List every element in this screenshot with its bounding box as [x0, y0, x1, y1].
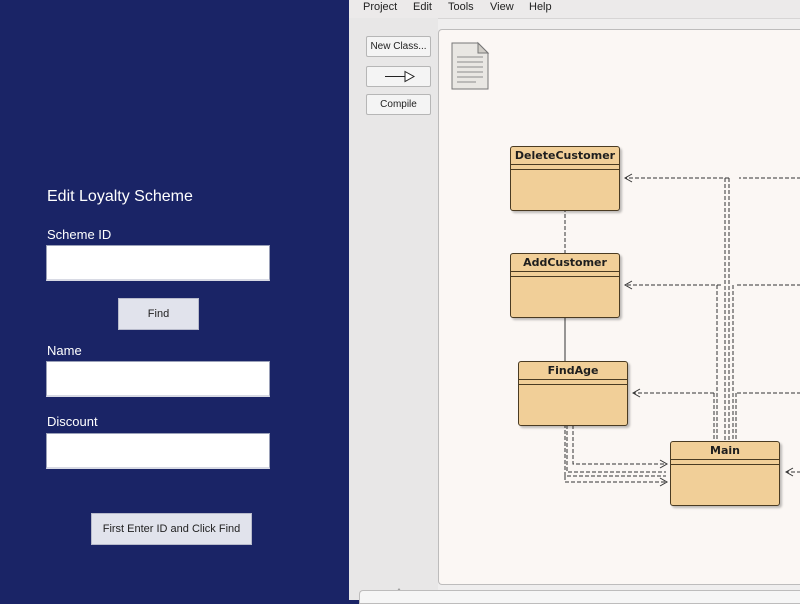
class-deletecustomer[interactable]: DeleteCustomer: [510, 146, 620, 211]
menu-edit[interactable]: Edit: [413, 1, 432, 13]
tool-column: New Class... Compile: [349, 18, 438, 600]
menu-bar: Project Edit Tools View Help: [349, 0, 800, 19]
class-name: AddCustomer: [511, 254, 619, 272]
class-findage[interactable]: FindAge: [518, 361, 628, 426]
status-area: [359, 590, 800, 604]
menu-tools[interactable]: Tools: [448, 1, 474, 13]
class-name: Main: [671, 442, 779, 460]
new-class-button[interactable]: New Class...: [366, 36, 431, 57]
inheritance-arrow-icon: [385, 70, 416, 83]
class-separator: [671, 464, 779, 465]
bluej-window: Project Edit Tools View Help New Class..…: [349, 0, 800, 604]
scheme-id-label: Scheme ID: [47, 227, 112, 242]
form-title: Edit Loyalty Scheme: [47, 188, 193, 205]
class-separator: [511, 169, 619, 170]
name-label: Name: [47, 343, 82, 358]
compile-button[interactable]: Compile: [366, 94, 431, 115]
discount-input[interactable]: [46, 433, 270, 469]
name-input[interactable]: [46, 361, 270, 397]
menu-project[interactable]: Project: [363, 1, 398, 13]
class-addcustomer[interactable]: AddCustomer: [510, 253, 620, 318]
class-diagram-canvas[interactable]: DeleteCustomer AddCustomer FindAge Main: [438, 29, 800, 585]
class-name: FindAge: [519, 362, 627, 380]
submit-button[interactable]: First Enter ID and Click Find: [91, 513, 252, 545]
scheme-id-input[interactable]: [46, 245, 270, 281]
menu-help[interactable]: Help: [529, 1, 552, 13]
class-main[interactable]: Main: [670, 441, 780, 506]
document-icon[interactable]: [450, 41, 490, 91]
edit-loyalty-scheme-form: Edit Loyalty Scheme Scheme ID Find Name …: [0, 0, 349, 600]
inheritance-arrow-button[interactable]: [366, 66, 431, 87]
discount-label: Discount: [47, 414, 98, 429]
menu-view[interactable]: View: [490, 1, 514, 13]
class-separator: [519, 384, 627, 385]
class-name: DeleteCustomer: [511, 147, 619, 165]
find-button[interactable]: Find: [118, 298, 199, 330]
class-separator: [511, 276, 619, 277]
